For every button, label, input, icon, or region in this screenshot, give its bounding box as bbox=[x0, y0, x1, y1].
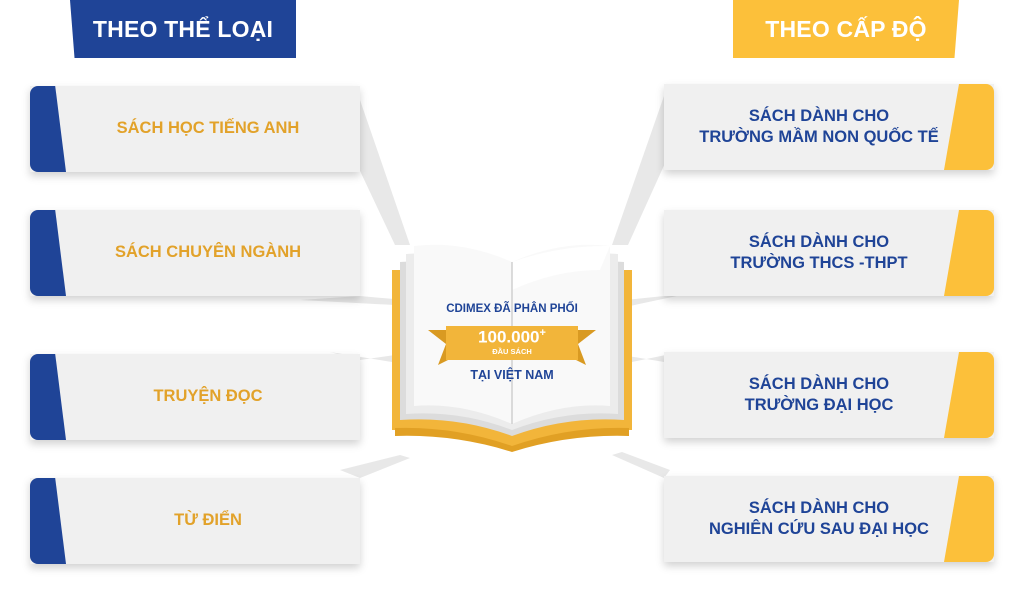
connector-right-4 bbox=[612, 452, 670, 478]
card-accent bbox=[944, 476, 994, 562]
level-label-line1: SÁCH DÀNH CHO bbox=[748, 232, 890, 251]
book-distributed-text: CDIMEX ĐÃ PHÂN PHỐI bbox=[446, 303, 578, 315]
card-accent bbox=[944, 352, 994, 438]
level-label: SÁCH DÀNH CHO TRƯỜNG ĐẠI HỌC bbox=[745, 374, 894, 417]
open-book-icon bbox=[392, 244, 632, 452]
card-accent bbox=[944, 84, 994, 170]
level-card-secondary[interactable]: SÁCH DÀNH CHO TRƯỜNG THCS -THPT bbox=[664, 210, 994, 296]
level-label: SÁCH DÀNH CHO TRƯỜNG THCS -THPT bbox=[730, 232, 907, 275]
genre-label: SÁCH CHUYÊN NGÀNH bbox=[114, 243, 302, 262]
level-card-postgraduate[interactable]: SÁCH DÀNH CHO NGHIÊN CỨU SAU ĐẠI HỌC bbox=[664, 476, 994, 562]
book-count-number: 100.000 bbox=[478, 327, 540, 347]
genre-card-dictionary[interactable]: TỪ ĐIỂN bbox=[30, 478, 360, 564]
connector-left-3 bbox=[330, 352, 395, 362]
level-card-university[interactable]: SÁCH DÀNH CHO TRƯỜNG ĐẠI HỌC bbox=[664, 352, 994, 438]
level-label-line2: NGHIÊN CỨU SAU ĐẠI HỌC bbox=[709, 520, 929, 538]
genre-card-stories[interactable]: TRUYỆN ĐỌC bbox=[30, 354, 360, 440]
genre-card-specialized[interactable]: SÁCH CHUYÊN NGÀNH bbox=[30, 210, 360, 296]
level-label-line2: TRƯỜNG THCS -THPT bbox=[730, 254, 908, 272]
book-unit: ĐẦU SÁCH bbox=[492, 347, 532, 356]
book-location: TẠI VIỆT NAM bbox=[470, 368, 554, 382]
genre-label: TỪ ĐIỂN bbox=[174, 511, 242, 530]
connector-left-2 bbox=[300, 296, 405, 305]
card-accent bbox=[30, 478, 66, 564]
connector-left-4 bbox=[340, 455, 410, 478]
level-label-line2: TRƯỜNG ĐẠI HỌC bbox=[744, 396, 894, 414]
level-label-line1: SÁCH DÀNH CHO bbox=[748, 498, 890, 517]
level-label-line1: SÁCH DÀNH CHO bbox=[748, 106, 890, 125]
genre-card-english[interactable]: SÁCH HỌC TIẾNG ANH bbox=[30, 86, 360, 172]
card-accent bbox=[30, 86, 66, 172]
book-count: 100.000+ bbox=[446, 327, 578, 348]
card-accent bbox=[30, 210, 66, 296]
header-by-level: THEO CẤP ĐỘ bbox=[733, 0, 959, 58]
header-by-genre: THEO THỂ LOẠI bbox=[70, 0, 296, 58]
genre-label: TRUYỆN ĐỌC bbox=[153, 387, 263, 406]
level-label-line1: SÁCH DÀNH CHO bbox=[748, 374, 890, 393]
level-label-line2: TRƯỜNG MẦM NON QUỐC TẾ bbox=[699, 128, 939, 146]
book-count-plus: + bbox=[539, 327, 546, 339]
level-label: SÁCH DÀNH CHO TRƯỜNG MẦM NON QUỐC TẾ bbox=[699, 106, 939, 149]
level-card-preschool[interactable]: SÁCH DÀNH CHO TRƯỜNG MẦM NON QUỐC TẾ bbox=[664, 84, 994, 170]
card-accent bbox=[944, 210, 994, 296]
level-label: SÁCH DÀNH CHO NGHIÊN CỨU SAU ĐẠI HỌC bbox=[709, 498, 929, 541]
card-accent bbox=[30, 354, 66, 440]
genre-label: SÁCH HỌC TIẾNG ANH bbox=[116, 119, 300, 138]
